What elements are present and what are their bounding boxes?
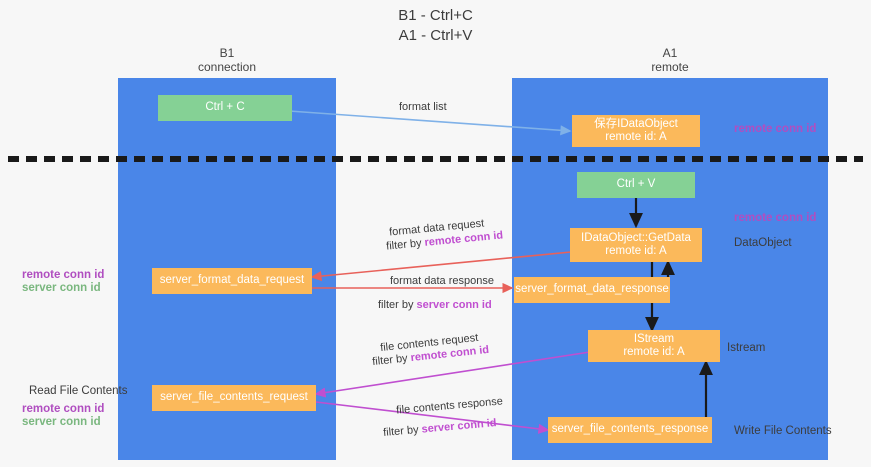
annotation-dataobject: DataObject bbox=[734, 237, 792, 249]
annotation-read-file-contents: Read File Contents bbox=[29, 385, 128, 397]
annotation-left-server-conn-id-1: server conn id bbox=[22, 282, 101, 294]
filter-key-server-conn-id: server conn id bbox=[416, 299, 492, 311]
filter-prefix: filter by bbox=[382, 423, 423, 439]
annotation-remote-conn-id-top: remote conn id bbox=[734, 123, 817, 135]
filter-prefix: filter by bbox=[385, 236, 426, 253]
annotation-write-file-contents: Write File Contents bbox=[734, 425, 832, 437]
node-istream[interactable]: IStream remote id: A bbox=[588, 330, 720, 362]
filter-prefix: filter by bbox=[378, 299, 417, 311]
edge-label-format-data-response: format data response bbox=[390, 275, 494, 287]
edge-label-format-list: format list bbox=[399, 101, 447, 113]
node-server-file-contents-request[interactable]: server_file_contents_request bbox=[152, 385, 316, 411]
filter-prefix: filter by bbox=[371, 352, 412, 369]
node-idataobject-store[interactable]: 保存IDataObject remote id: A bbox=[572, 115, 700, 147]
swimlane-b1-header: B1 connection bbox=[197, 46, 257, 74]
diagram-title: B1 - Ctrl+C A1 - Ctrl+V bbox=[398, 7, 473, 44]
node-server-format-data-response[interactable]: server_format_data_response bbox=[514, 277, 670, 303]
node-ctrl-v[interactable]: Ctrl + V bbox=[577, 172, 695, 198]
filter-key-server-conn-id: server conn id bbox=[421, 417, 498, 436]
node-server-format-data-request[interactable]: server_format_data_request bbox=[152, 268, 312, 294]
edge-label-file-contents-response-filter: filter by server conn id bbox=[383, 416, 498, 440]
annotation-left-remote-conn-id-2: remote conn id bbox=[22, 403, 105, 415]
node-ctrl-c[interactable]: Ctrl + C bbox=[158, 95, 292, 121]
edge-label-format-data-response-filter: filter by server conn id bbox=[378, 298, 492, 312]
swimlane-a1-header: A1 remote bbox=[651, 46, 689, 74]
edge-label-file-contents-response: file contents response bbox=[395, 395, 504, 417]
annotation-remote-conn-id-mid: remote conn id bbox=[734, 212, 817, 224]
annotation-left-remote-conn-id-1: remote conn id bbox=[22, 269, 105, 281]
node-server-file-contents-response[interactable]: server_file_contents_response bbox=[548, 417, 712, 443]
annotation-left-server-conn-id-2: server conn id bbox=[22, 416, 101, 428]
node-idataobject-getdata[interactable]: IDataObject::GetData remote id: A bbox=[570, 228, 702, 262]
annotation-istream: Istream bbox=[727, 342, 766, 354]
